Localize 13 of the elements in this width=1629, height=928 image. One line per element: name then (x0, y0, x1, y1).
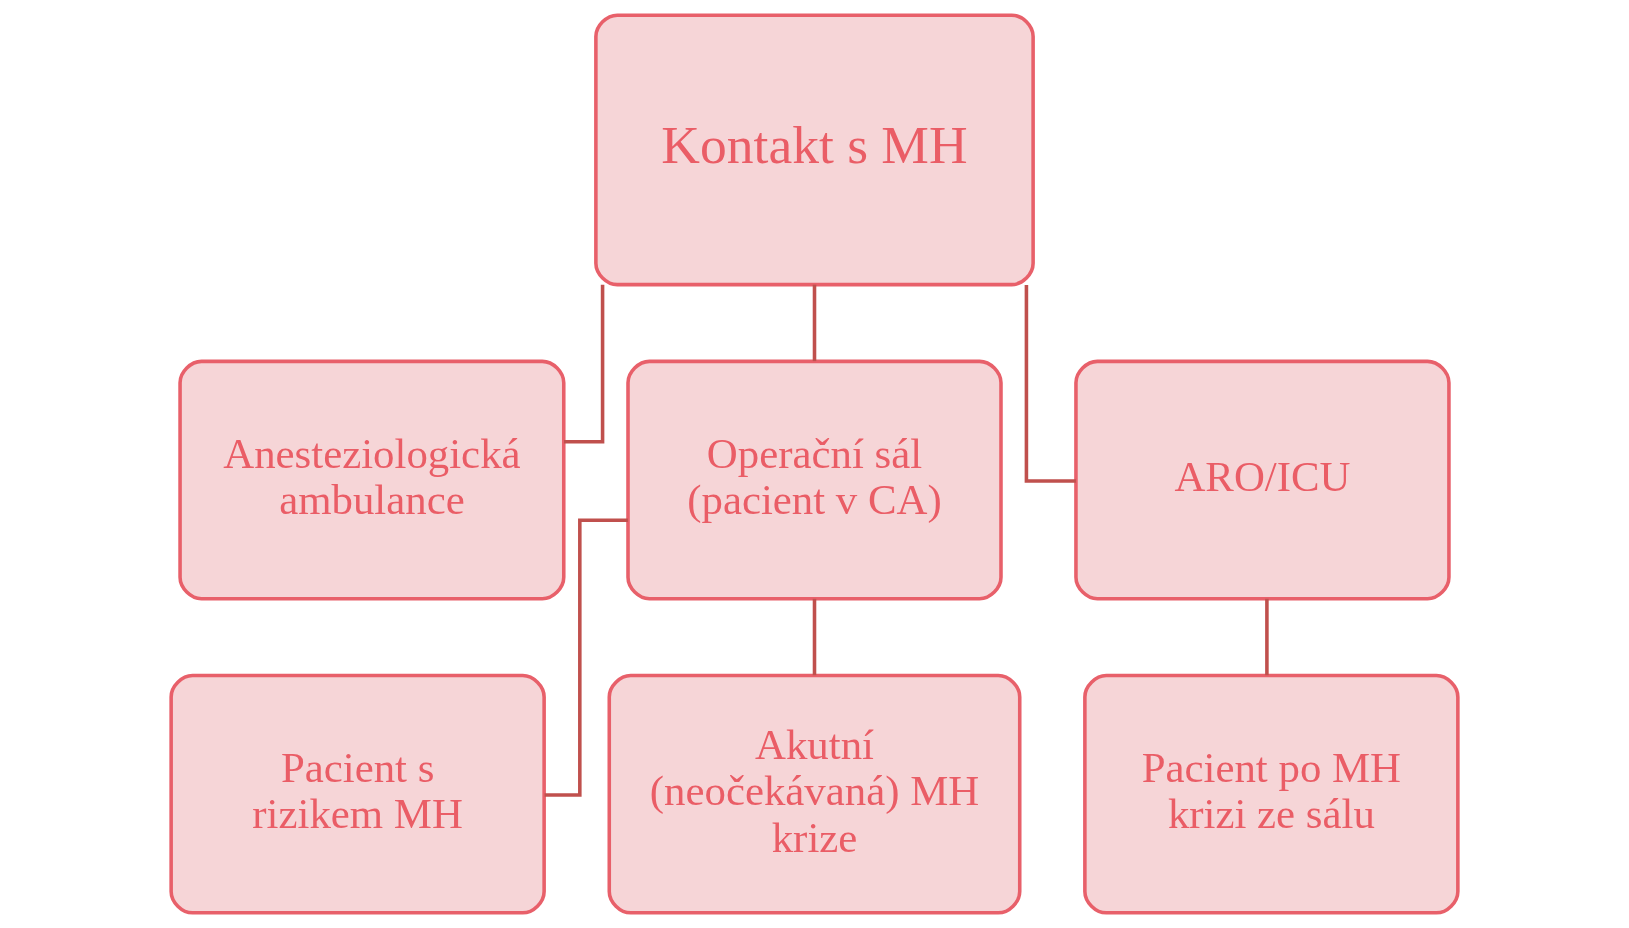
connector (812, 598, 817, 676)
connector (812, 284, 817, 362)
node-box: Anesteziologická ambulance (178, 359, 566, 601)
connector (563, 284, 605, 444)
node-box: Kontakt s MH (594, 13, 1035, 287)
node-box: Operační sál (pacient v CA) (626, 359, 1003, 601)
connector (1024, 285, 1076, 483)
node-box: Pacient s rizikem MH (169, 673, 546, 915)
node-box: Pacient po MH krizi ze sálu (1083, 673, 1460, 915)
connector (544, 518, 628, 797)
node-box: Akutní (neočekávaná) MH krize (607, 673, 1022, 915)
node-box: ARO/ICU (1074, 359, 1451, 601)
connector (1265, 598, 1269, 676)
